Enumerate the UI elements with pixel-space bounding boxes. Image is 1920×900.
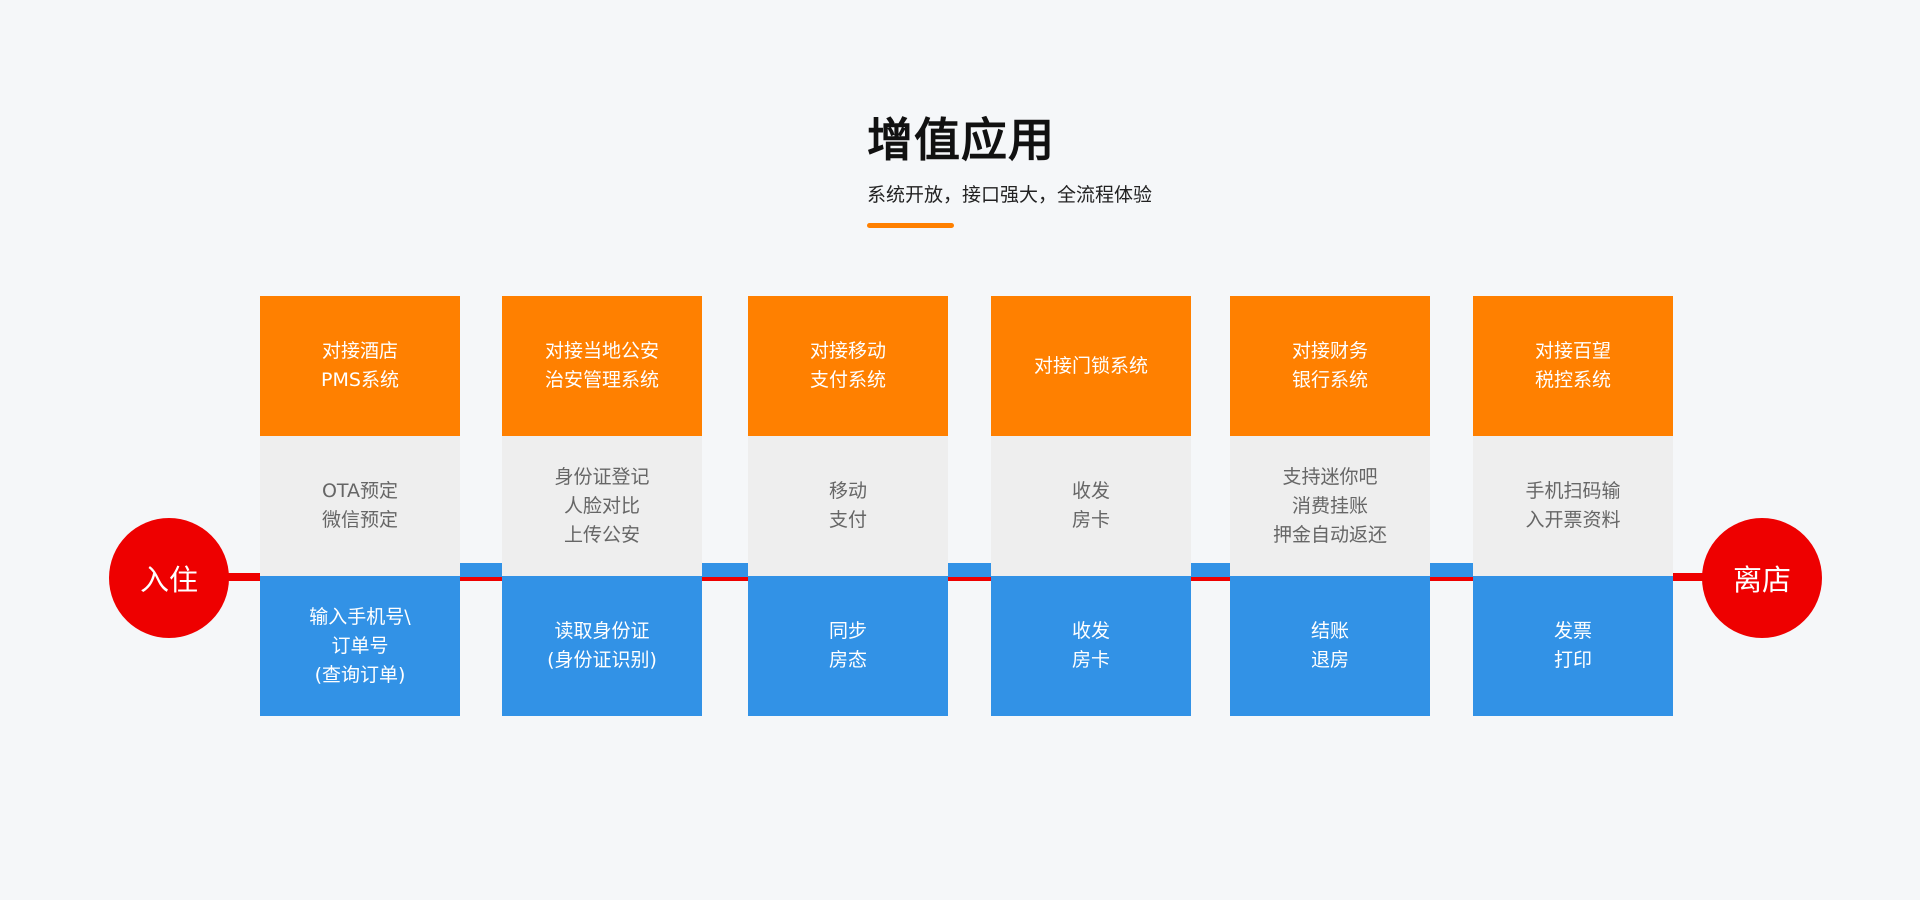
integration-box: 对接移动 支付系统 (748, 296, 948, 436)
timeline-line (215, 573, 1705, 581)
feature-box: 移动 支付 (748, 436, 948, 576)
process-step-box: 输入手机号\ 订单号 (查询订单) (260, 576, 460, 716)
feature-box: 手机扫码输 入开票资料 (1473, 436, 1673, 576)
process-step-box: 读取身份证 (身份证识别) (502, 576, 702, 716)
integration-box: 对接酒店 PMS系统 (260, 296, 460, 436)
process-step-box: 结账 退房 (1230, 576, 1430, 716)
title-accent-bar (867, 223, 954, 228)
process-step-box: 收发 房卡 (991, 576, 1191, 716)
checkin-endpoint: 入住 (109, 518, 229, 638)
page-subtitle: 系统开放，接口强大，全流程体验 (867, 184, 1153, 206)
integration-box: 对接当地公安 治安管理系统 (502, 296, 702, 436)
integration-box: 对接百望 税控系统 (1473, 296, 1673, 436)
process-step-box: 发票 打印 (1473, 576, 1673, 716)
checkout-endpoint: 离店 (1702, 518, 1822, 638)
integration-box: 对接财务 银行系统 (1230, 296, 1430, 436)
section-header: 增值应用 系统开放，接口强大，全流程体验 (867, 112, 1152, 228)
feature-box: 身份证登记 人脸对比 上传公安 (502, 436, 702, 576)
integration-box: 对接门锁系统 (991, 296, 1191, 436)
feature-box: 收发 房卡 (991, 436, 1191, 576)
page-title: 增值应用 (867, 113, 1055, 167)
feature-box: 支持迷你吧 消费挂账 押金自动返还 (1230, 436, 1430, 576)
feature-box: OTA预定 微信预定 (260, 436, 460, 576)
process-step-box: 同步 房态 (748, 576, 948, 716)
